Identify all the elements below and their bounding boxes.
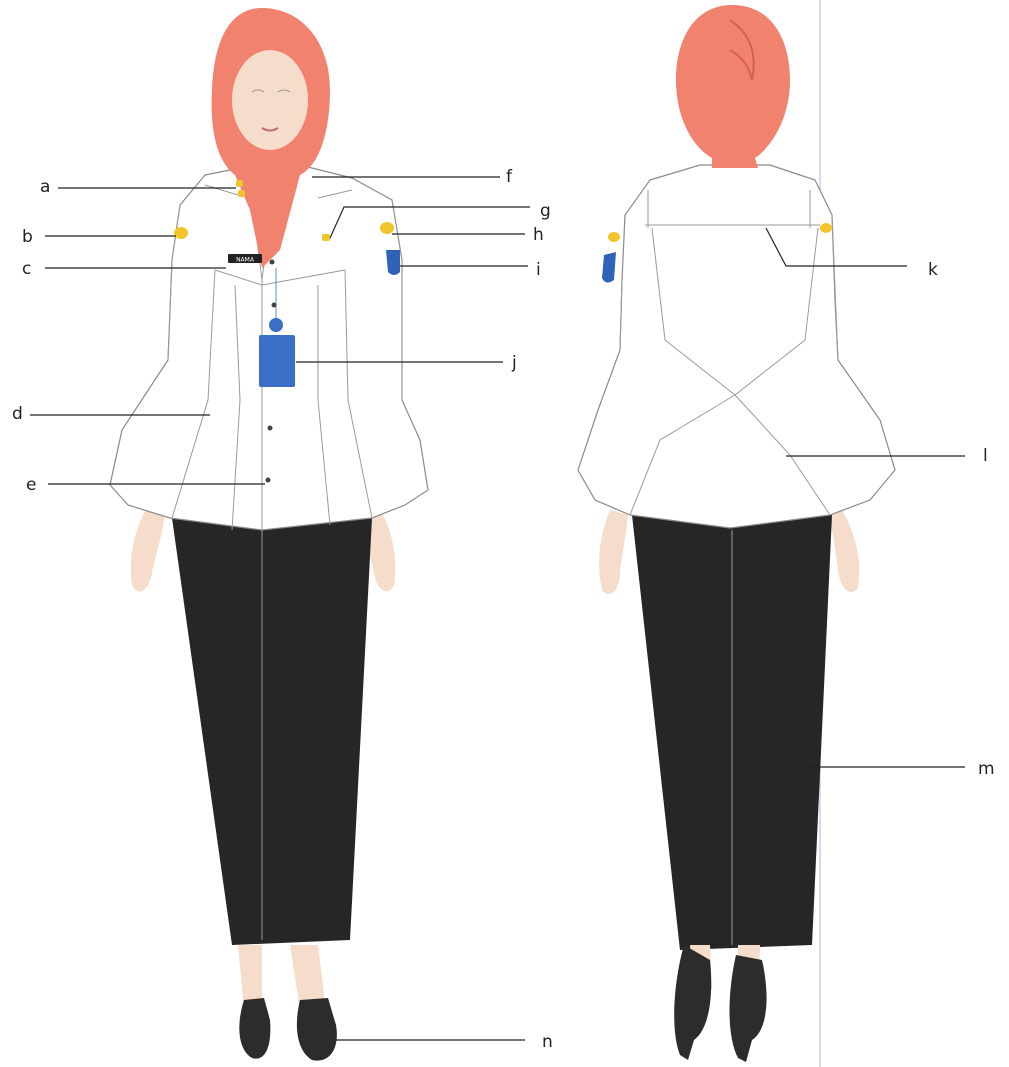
- label-h: h: [533, 225, 544, 245]
- label-n: n: [542, 1032, 553, 1052]
- chest-pin-icon: [322, 234, 330, 241]
- label-a: a: [40, 177, 50, 197]
- left-hand: [131, 505, 165, 591]
- id-card-clip-icon: [269, 318, 283, 332]
- collar-pin-icon: [238, 190, 245, 197]
- labels: a b c d e f g h i j k l m n: [12, 167, 995, 1052]
- back-left-shoe-icon: [674, 945, 711, 1060]
- label-l: l: [983, 446, 988, 466]
- back-left-hand: [599, 510, 628, 594]
- name-tag-text: NAMA: [236, 257, 255, 264]
- label-d: d: [12, 404, 23, 424]
- label-b: b: [22, 227, 33, 247]
- back-right-hand: [830, 510, 859, 592]
- label-m: m: [978, 759, 995, 779]
- front-right-shoe-icon: [297, 998, 337, 1061]
- label-k: k: [928, 260, 938, 280]
- front-skirt: [172, 518, 372, 945]
- front-figure: NAMA: [110, 8, 428, 1061]
- button-icon: [272, 303, 277, 308]
- label-g: g: [540, 201, 551, 221]
- label-j: j: [511, 353, 517, 373]
- label-i: i: [536, 260, 541, 280]
- collar-pin-icon: [236, 180, 243, 187]
- back-right-shoe-icon: [730, 955, 767, 1062]
- label-f: f: [506, 167, 513, 187]
- shoulder-badge-icon: [174, 227, 188, 239]
- label-e: e: [26, 475, 36, 495]
- back-figure: [578, 5, 895, 1062]
- sleeve-patch-icon: [386, 250, 400, 275]
- button-icon: [268, 426, 273, 431]
- front-left-shoe-icon: [239, 998, 270, 1059]
- button-icon: [270, 260, 275, 265]
- shoulder-badge-icon: [380, 222, 394, 234]
- back-hijab: [676, 5, 790, 168]
- button-icon: [266, 478, 271, 483]
- id-card-icon: [259, 335, 295, 387]
- front-face: [232, 50, 308, 150]
- label-c: c: [22, 259, 31, 279]
- back-shirt: [578, 165, 895, 528]
